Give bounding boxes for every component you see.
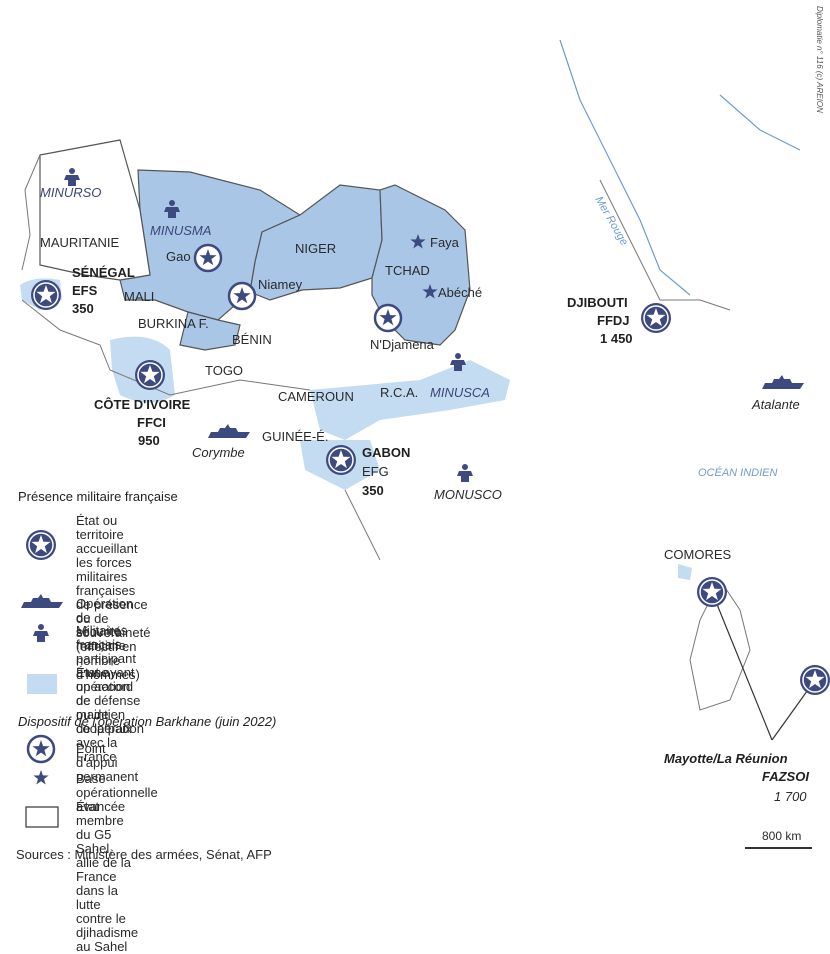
legend-item-agreement-text: État ayant un accord de défense ou de co… bbox=[76, 665, 144, 764]
legend-item-g5-text: État membre du G5 Sahel, allié de la Fra… bbox=[76, 799, 139, 954]
point-appui-gao-icon bbox=[193, 243, 223, 273]
mayotte-count: 1 700 bbox=[774, 789, 807, 804]
mayotte-lines bbox=[711, 591, 816, 741]
op-minurso: MINURSO bbox=[40, 185, 102, 200]
cote-name: CÔTE D'IVOIRE bbox=[94, 397, 191, 412]
base-reunion-icon bbox=[799, 664, 830, 696]
legend-item-peacekeeping-text: Militaires français participant à une op… bbox=[76, 623, 136, 736]
op-monusco: MONUSCO bbox=[434, 487, 502, 502]
country-senegal: SÉNÉGAL bbox=[72, 265, 135, 280]
country-niger: NIGER bbox=[295, 241, 337, 256]
base-senegal-icon bbox=[30, 279, 62, 311]
city-ndjamena: N'Djamena bbox=[370, 337, 434, 352]
djibouti-count: 1 450 bbox=[600, 331, 633, 346]
base-gabon-icon bbox=[325, 444, 357, 476]
country-burkina: BURKINA F. bbox=[138, 316, 209, 331]
op-minusma: MINUSMA bbox=[150, 223, 212, 238]
senegal-code: EFS bbox=[72, 283, 98, 298]
point-appui-ndjamena-icon bbox=[373, 303, 403, 333]
map-credit: Diplomatie n° 116 (c) AREION bbox=[815, 6, 824, 113]
op-atalante: Atalante bbox=[752, 397, 800, 412]
base-djibouti-icon bbox=[640, 302, 672, 334]
g5-sahel-states bbox=[119, 169, 471, 351]
country-benin: BÉNIN bbox=[232, 332, 272, 347]
legend-symbols bbox=[21, 529, 63, 828]
mayotte-code: FAZSOI bbox=[762, 769, 809, 784]
djibouti-code: FFDJ bbox=[597, 313, 630, 328]
country-tchad: TCHAD bbox=[385, 263, 430, 278]
op-corymbe: Corymbe bbox=[192, 445, 245, 460]
scale-label: 800 km bbox=[762, 829, 802, 843]
country-comores: COMORES bbox=[664, 547, 732, 562]
monusco-soldier-icon bbox=[457, 464, 473, 482]
country-mauritanie: MAURITANIE bbox=[40, 235, 120, 250]
mauritanie-outline bbox=[39, 139, 151, 281]
cote-count: 950 bbox=[138, 433, 160, 448]
country-togo: TOGO bbox=[205, 363, 244, 378]
country-rca: R.C.A. bbox=[380, 385, 419, 400]
corymbe-ship-icon bbox=[208, 424, 250, 438]
city-niamey: Niamey bbox=[258, 277, 303, 292]
base-mayotte-icon bbox=[696, 576, 728, 608]
country-mali: MALI bbox=[124, 289, 155, 304]
legend-item-maritime-text: Opération de sécurité maritime bbox=[76, 596, 134, 653]
legend-item-point-appui-text: Point d'appui permanent bbox=[76, 741, 139, 784]
city-faya: Faya bbox=[430, 235, 459, 250]
africa-map bbox=[20, 39, 830, 849]
legend-item-presence-text: État ou territoire accueillant les force… bbox=[76, 513, 151, 682]
gabon-name: GABON bbox=[362, 445, 411, 460]
indian-ocean-label: OCÉAN INDIEN bbox=[698, 467, 778, 479]
atalante-ship-icon bbox=[762, 375, 804, 389]
legend-title: Présence militaire française bbox=[18, 489, 178, 504]
op-minusca: MINUSCA bbox=[430, 385, 490, 400]
point-appui-niamey-icon bbox=[227, 281, 257, 311]
city-gao: Gao bbox=[166, 249, 191, 264]
sources: Sources : Ministère des armées, Sénat, A… bbox=[16, 847, 272, 862]
gabon-count: 350 bbox=[362, 483, 384, 498]
city-abeche: Abéché bbox=[438, 285, 483, 300]
red-sea bbox=[559, 39, 801, 296]
country-cameroun: CAMEROUN bbox=[278, 389, 354, 404]
legend-item-base-avancee-text: Base opérationnelle avancée bbox=[76, 771, 158, 814]
country-guinee: GUINÉE-É. bbox=[262, 429, 329, 444]
mayotte-name: Mayotte/La Réunion bbox=[664, 751, 788, 766]
djibouti-name: DJIBOUTI bbox=[567, 295, 628, 310]
coastlines bbox=[21, 154, 751, 711]
base-cote-icon bbox=[134, 359, 166, 391]
legend-barkhane-title: Dispositif de l'opération Barkhane (juin… bbox=[18, 714, 277, 729]
senegal-count: 350 bbox=[72, 301, 94, 316]
cote-code: FFCI bbox=[137, 415, 166, 430]
gabon-code: EFG bbox=[362, 464, 389, 479]
